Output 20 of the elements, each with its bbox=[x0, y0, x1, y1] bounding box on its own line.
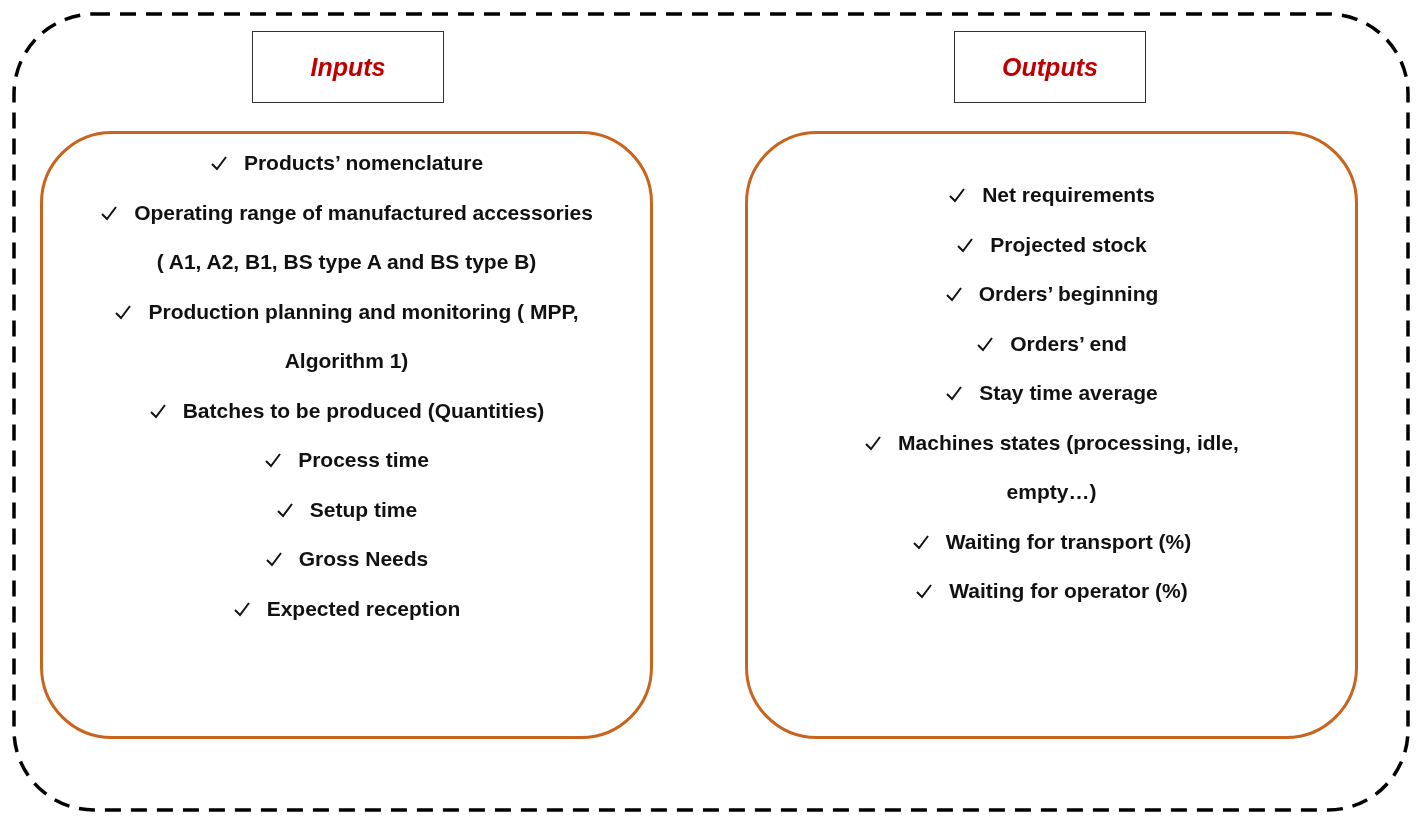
list-item-text: Setup time bbox=[309, 497, 418, 521]
list-panel bbox=[745, 131, 1358, 739]
list-item-text: Products’ nomenclature bbox=[243, 151, 484, 174]
list-panel bbox=[40, 131, 653, 739]
list-item-text: Production planning and monitoring ( MPP, Algorithm 1) bbox=[148, 299, 579, 372]
section-title: Outputs bbox=[954, 31, 1146, 103]
list-item-text: Waiting for transport (%) bbox=[945, 529, 1192, 553]
list-item-text: Orders’ beginning bbox=[978, 282, 1159, 305]
list-item-text: Gross Needs bbox=[298, 547, 429, 570]
list-item-text: Batches to be produced (Quantities) bbox=[182, 398, 545, 422]
list-item-text: Waiting for operator (%) bbox=[949, 579, 1188, 602]
list-item-text: Operating range of manufactured accessories ( A1, A2, B1, BS type A and BS type B) bbox=[134, 200, 593, 273]
list-item-text: Projected stock bbox=[990, 232, 1147, 256]
list-item-text: Orders’ end bbox=[1010, 331, 1127, 355]
list-item-text: Net requirements bbox=[982, 183, 1155, 206]
list-item-text: Process time bbox=[298, 448, 429, 471]
list-item-text: Stay time average bbox=[979, 381, 1158, 404]
list-item-text: Expected reception bbox=[266, 596, 461, 620]
list-item-text: Machines states (processing, idle, empty…) bbox=[898, 430, 1239, 503]
section-title: Inputs bbox=[252, 31, 444, 103]
